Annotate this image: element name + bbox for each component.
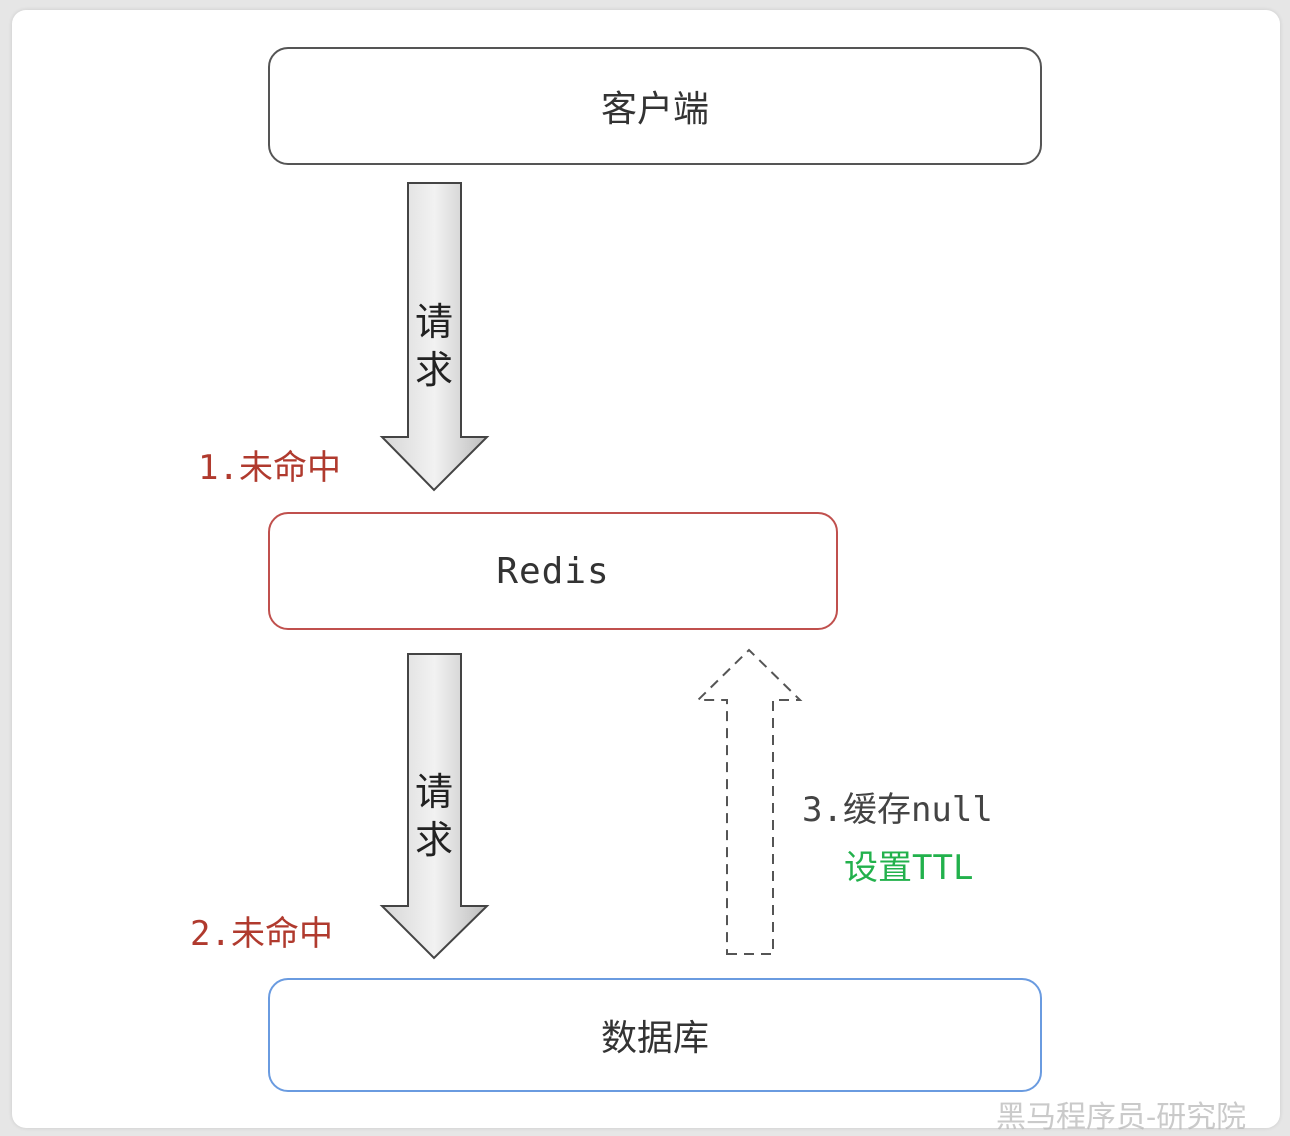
watermark: 黑马程序员-研究院 [996,1100,1247,1135]
miss-label-1: 1.未命中 [198,448,341,488]
database-node: 数据库 [268,978,1042,1092]
redis-node: Redis [268,512,838,630]
miss-label-2: 2.未命中 [190,914,333,954]
set-ttl-label: 设置TTL [844,848,974,888]
request-label-1: 请求 [414,300,453,392]
database-label: 数据库 [600,1018,709,1059]
request-label-2: 请求 [414,770,453,862]
client-node: 客户端 [268,47,1042,165]
redis-label: Redis [496,550,610,592]
client-label: 客户端 [600,89,709,130]
cache-null-label: 3.缓存null [802,790,993,830]
